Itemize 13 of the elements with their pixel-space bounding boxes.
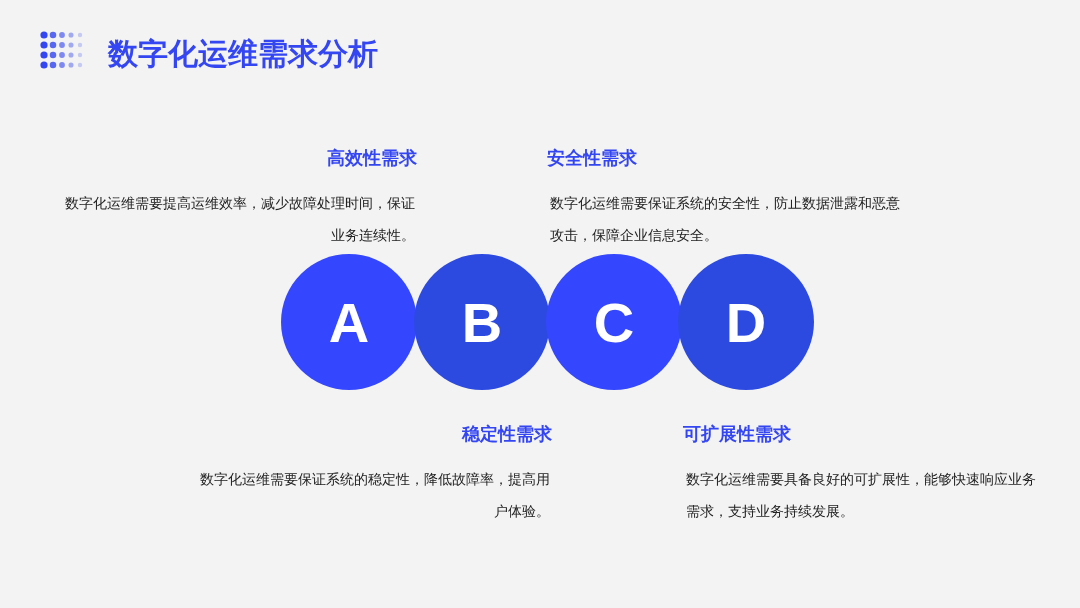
heading: 稳定性需求: [462, 422, 552, 446]
title: 数字化运维需求分析: [108, 35, 378, 73]
description: 数字化运维需要具备良好的可扩展性，能够快速响应业务需求，支持业务持续发展。: [686, 470, 1036, 521]
heading: 可扩展性需求: [683, 422, 791, 446]
circle-letter: D: [725, 289, 767, 355]
description: 数字化运维需要保证系统的稳定性，降低故障率，提高用户体验。: [200, 470, 550, 521]
heading: 高效性需求: [327, 146, 417, 170]
circle-letter: C: [593, 289, 635, 355]
description: 数字化运维需要提高运维效率，减少故障处理时间，保证业务连续性。: [65, 194, 415, 245]
heading: 安全性需求: [547, 146, 637, 170]
description: 数字化运维需要保证系统的安全性，防止数据泄露和恶意攻击，保障企业信息安全。: [550, 194, 900, 245]
circle-letter: A: [328, 289, 370, 355]
circle-letter: B: [461, 289, 503, 355]
